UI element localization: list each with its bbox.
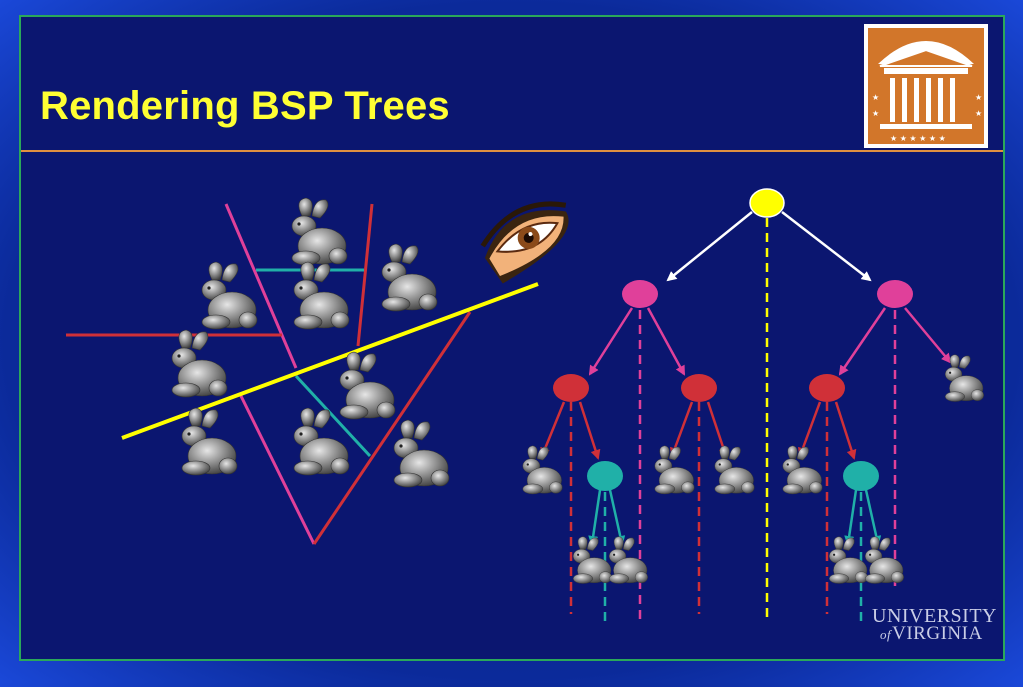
edge-root-right [781, 211, 872, 282]
edge-tealB-bunnyR [864, 489, 882, 546]
svg-text:★: ★ [872, 109, 879, 118]
wordmark-of: of [880, 627, 892, 642]
edge-tealB-bunnyL [844, 489, 858, 546]
svg-text:★: ★ [975, 93, 982, 102]
svg-text:★ ★ ★ ★ ★ ★: ★ ★ ★ ★ ★ ★ [890, 134, 946, 143]
edge-pinkR-bunny [904, 307, 952, 364]
tree-node-red-a [553, 374, 589, 402]
edge-root-left [666, 211, 753, 282]
partition-line-teal-bottom [294, 374, 372, 458]
bsp-tree [522, 188, 985, 622]
university-wordmark: UNIVERSITY ofVIRGINIA [872, 606, 1002, 643]
edge-redB-bunnyL [670, 401, 694, 458]
svg-text:★: ★ [975, 109, 982, 118]
edge-pinkL-redA [588, 307, 634, 376]
edge-redC-tealB [834, 401, 857, 460]
edge-tealA-bunnyL [588, 489, 602, 546]
wordmark-line2: ofVIRGINIA [872, 624, 1002, 643]
wordmark-virginia: VIRGINIA [892, 623, 983, 644]
partition-line-red-right [312, 311, 472, 545]
tree-node-teal-b [843, 461, 879, 491]
tree-node-pink-left [622, 280, 658, 308]
tree-node-red-b [681, 374, 717, 402]
wordmark-line1: UNIVERSITY [872, 605, 997, 627]
svg-text:★: ★ [872, 93, 879, 102]
tree-node-pink-right [877, 280, 913, 308]
bsp-scene [66, 197, 539, 545]
partition-line-pink-left [224, 203, 298, 369]
tree-node-red-c [809, 374, 845, 402]
partition-line-pink-lower [238, 393, 316, 545]
tree-node-root [749, 188, 785, 218]
edge-redA-tealA [578, 401, 601, 460]
slide-title: Rendering BSP Trees [40, 84, 450, 128]
edge-redC-bunny [798, 401, 822, 458]
edge-pinkL-redB [646, 307, 686, 376]
tree-node-teal-a [587, 461, 623, 491]
partition-line-red-top [356, 203, 374, 347]
edge-pinkR-redC [838, 307, 887, 376]
rotunda-logo: ★ ★ ★ ★ ★ ★ ★ ★ ★ ★ [864, 24, 988, 148]
edge-tealA-bunnyR [608, 489, 626, 546]
eye-icon [480, 201, 569, 284]
